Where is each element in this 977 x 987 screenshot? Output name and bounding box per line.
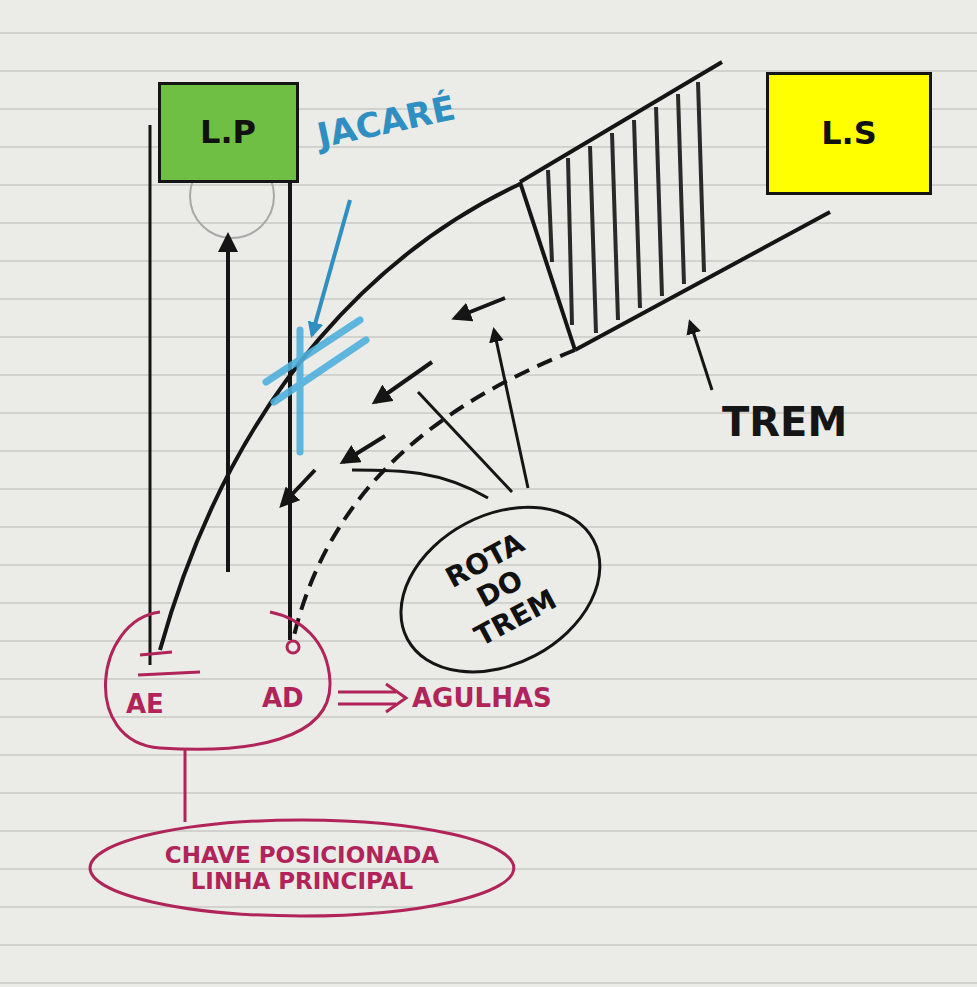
main-rail-right (288, 183, 292, 640)
needle-loop (105, 612, 330, 749)
main-line-tag: L.P (158, 82, 299, 183)
leader-line (494, 330, 528, 488)
switch-leader (184, 750, 187, 822)
frog-stroke (274, 340, 366, 402)
node-text: ROTA DO TREM (416, 514, 585, 665)
double-arrow-line (338, 691, 396, 694)
hatch-line (698, 82, 704, 272)
frog-stroke (297, 330, 304, 452)
route-arrow (282, 470, 315, 505)
route-arrow (343, 436, 385, 462)
leader-line (352, 470, 488, 498)
train-label: TREM (722, 400, 847, 444)
main-direction-arrow (226, 236, 230, 572)
train-pointer (690, 322, 712, 390)
double-arrow-line (338, 703, 396, 706)
ruled-line (0, 32, 977, 34)
train-hatching (548, 82, 704, 333)
ruled-line (0, 526, 977, 528)
route-leaders (352, 330, 528, 498)
notebook-lines (0, 33, 977, 983)
hatch-line (656, 107, 662, 296)
double-arrow-head (386, 684, 406, 712)
ruled-line (0, 830, 977, 832)
needle-label: AD (262, 684, 304, 713)
node-text: L.S (821, 115, 877, 152)
ruled-line (0, 374, 977, 376)
needle-marks (138, 641, 299, 675)
route-arrow (455, 298, 505, 318)
switch-ellipse: CHAVE POSICIONADA LINHA PRINCIPAL (88, 818, 516, 918)
ruled-line (0, 298, 977, 300)
ruled-line (0, 450, 977, 452)
frog-symbol (266, 320, 366, 452)
hatch-line (678, 94, 684, 284)
ruled-line (0, 868, 977, 870)
needle-mark (138, 672, 200, 675)
frog-leader (312, 200, 350, 335)
ruled-line (0, 678, 977, 680)
ruled-line (0, 944, 977, 946)
secondary-line-tag: L.S (766, 72, 932, 195)
ellipse-shape (90, 820, 514, 916)
hatch-line (634, 120, 640, 308)
main-rail-left (149, 125, 152, 665)
needles-label: AGULHAS (412, 684, 552, 713)
ruled-line (0, 906, 977, 908)
ellipse-shape (372, 475, 628, 706)
hatch-line (590, 146, 596, 333)
hatch-line (548, 170, 552, 262)
needle-mark (140, 652, 172, 655)
node-text: CHAVE POSICIONADA LINHA PRINCIPAL (157, 842, 447, 895)
ruled-line (0, 754, 977, 756)
ruled-line (0, 982, 977, 984)
train-edge (520, 182, 575, 350)
needle-label: AE (126, 690, 164, 719)
train-edge (520, 62, 722, 182)
ruled-line (0, 260, 977, 262)
ruled-line (0, 222, 977, 224)
ruled-line (0, 488, 977, 490)
hatch-line (568, 158, 572, 325)
ruled-line (0, 336, 977, 338)
node-text: L.P (200, 114, 256, 151)
needle-point (287, 641, 299, 653)
double-arrow (338, 684, 406, 712)
hatch-line (612, 133, 618, 320)
ruled-line (0, 792, 977, 794)
